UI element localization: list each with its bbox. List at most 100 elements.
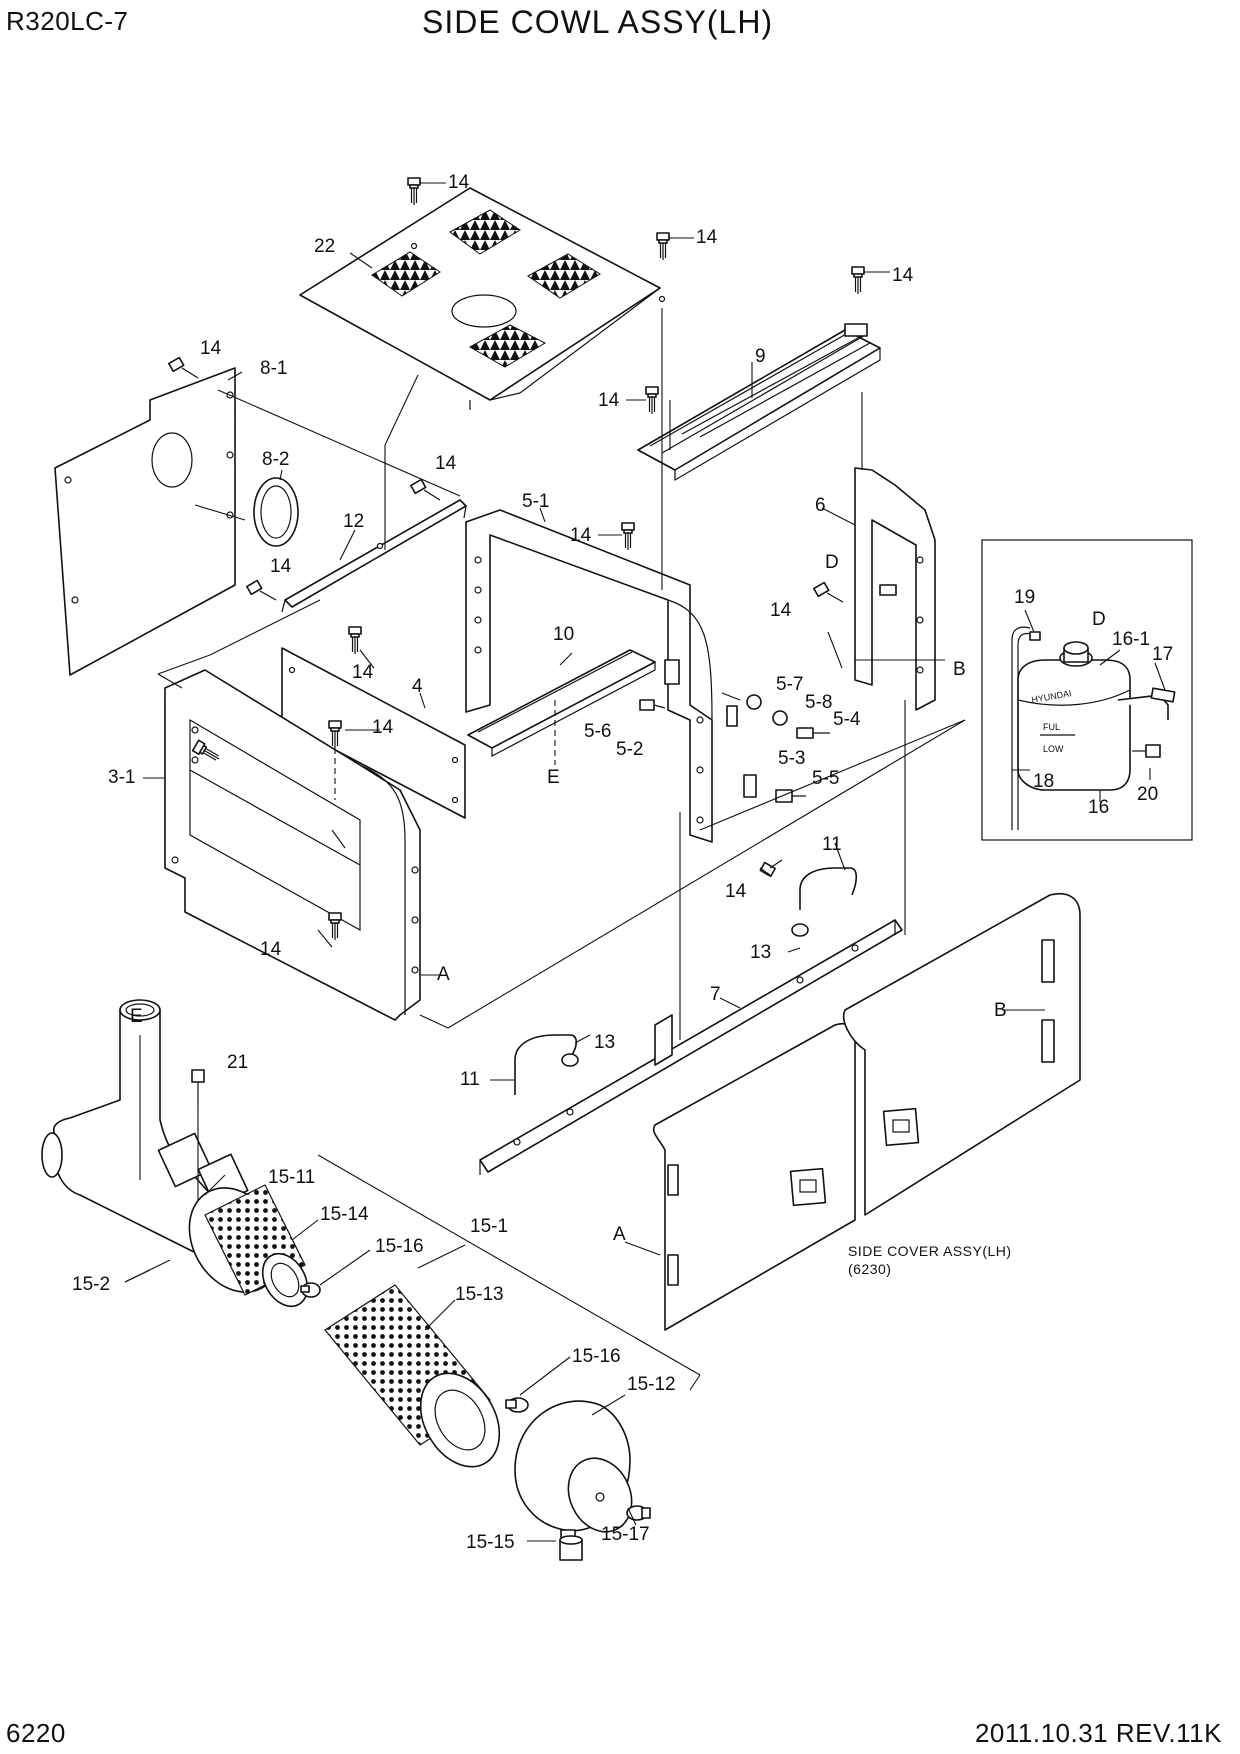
callout-5-8: 5-8 [805, 692, 832, 713]
callout-e: E [547, 767, 560, 788]
callout-15-16: 15-16 [572, 1346, 621, 1367]
callout-20: 20 [1137, 784, 1158, 805]
side-cover-door-left [652, 1022, 856, 1331]
callout-14: 14 [696, 227, 718, 248]
part-10-channel [467, 649, 656, 757]
callout-12: 12 [343, 511, 364, 532]
callout-16-1: 16-1 [1112, 629, 1150, 650]
bolt-14-c [851, 266, 865, 295]
callout-15-17: 15-17 [601, 1524, 650, 1545]
callout-14: 14 [200, 338, 222, 359]
callout-13: 13 [750, 942, 771, 963]
part-8-2-gasket [253, 477, 299, 547]
callout-leaders [124, 182, 1166, 1542]
tank-decal-full: FUL [1043, 722, 1060, 732]
part-15-16-wing-nut-b [505, 1397, 529, 1413]
part-15-16-wing-nut-a [300, 1282, 321, 1298]
reservoir-tank-inset: HYUNDAI FUL LOW [981, 539, 1193, 841]
part-3-1-front-frame [164, 669, 421, 1021]
callout-3-1: 3-1 [108, 767, 135, 788]
callout-11: 11 [460, 1069, 480, 1090]
callout-e: E [130, 1006, 143, 1027]
part-6-right-post [854, 467, 936, 711]
callout-17: 17 [1152, 644, 1173, 665]
part-22-top-cover [299, 187, 666, 410]
part-9-top-rail [637, 323, 881, 482]
part-15-14-inner-filter [204, 1184, 309, 1308]
callout-15-1: 15-1 [470, 1216, 508, 1237]
callout-labels: 14 14 14 14 14 14 14 14 14 14 14 14 14 2… [72, 172, 1173, 1553]
callout-14: 14 [270, 556, 292, 577]
callout-14: 14 [372, 717, 394, 738]
callout-14: 14 [770, 600, 792, 621]
part-8-1-left-panel [54, 367, 236, 676]
callout-15-13: 15-13 [455, 1284, 504, 1305]
callout-14: 14 [352, 662, 374, 683]
callout-5-4: 5-4 [833, 709, 861, 730]
callout-15-14: 15-14 [320, 1204, 369, 1225]
callout-5-2: 5-2 [616, 739, 643, 760]
small-bolts [168, 356, 844, 878]
alignment-lines [139, 308, 966, 1391]
callout-14: 14 [725, 881, 747, 902]
part-13-grommet-lower [561, 1053, 579, 1067]
callout-15-16: 15-16 [375, 1236, 424, 1257]
bolt-14-f [348, 626, 362, 655]
callout-5-6: 5-6 [584, 721, 611, 742]
callout-5-3: 5-3 [778, 748, 805, 769]
tank-decal-low: LOW [1043, 744, 1064, 754]
bolt-14-e [621, 522, 635, 551]
callout-18: 18 [1033, 771, 1054, 792]
callout-14: 14 [260, 939, 282, 960]
callout-14: 14 [892, 265, 914, 286]
revision-date: 2011.10.31 REV.11K [974, 1718, 1222, 1748]
callout-10: 10 [553, 624, 574, 645]
reference-note-line2: (6230) [848, 1261, 891, 1277]
part-21-bolt [191, 1069, 205, 1105]
model-number: R320LC-7 [6, 6, 129, 36]
callout-14: 14 [435, 453, 457, 474]
callout-7: 7 [710, 984, 721, 1005]
callout-11: 11 [822, 834, 842, 855]
reference-note-line1: SIDE COVER ASSY(LH) [848, 1243, 1012, 1259]
page-number: 6220 [6, 1718, 66, 1748]
callout-d: D [825, 552, 839, 573]
callout-14: 14 [598, 390, 620, 411]
bolt-14-a [407, 177, 421, 206]
part-15-13-outer-filter [324, 1284, 501, 1468]
part-15-15-valve [559, 1529, 583, 1561]
callout-8-1: 8-1 [260, 358, 287, 379]
callout-b: B [994, 1000, 1007, 1021]
bolt-14-d [645, 386, 659, 415]
page-title: SIDE COWL ASSY(LH) [422, 4, 774, 40]
callout-15-12: 15-12 [627, 1374, 676, 1395]
callout-14: 14 [448, 172, 470, 193]
part-4-plate [281, 647, 466, 819]
callout-15-15: 15-15 [466, 1532, 515, 1553]
callout-a: A [613, 1224, 626, 1245]
part-7-rail [479, 919, 903, 1175]
side-cover-door-right [843, 893, 1081, 1216]
callout-5-5: 5-5 [812, 768, 839, 789]
callout-6: 6 [815, 495, 826, 516]
part-11-handle-lower [514, 1034, 578, 1095]
callout-14: 14 [570, 525, 592, 546]
callout-5-7: 5-7 [776, 674, 803, 695]
part-13-grommet-upper [791, 923, 809, 937]
callout-22: 22 [314, 236, 335, 257]
part-12-bar [281, 499, 467, 613]
vent-grilles [371, 209, 601, 368]
callout-d: D [1092, 609, 1106, 630]
callout-5-1: 5-1 [522, 491, 549, 512]
callout-4: 4 [412, 676, 423, 697]
callout-21: 21 [227, 1052, 248, 1073]
callout-15-2: 15-2 [72, 1274, 110, 1295]
bolt-14-b [656, 232, 670, 261]
part-11-handle-upper [799, 867, 858, 910]
part-5-1-main-frame [465, 509, 713, 843]
callout-b: B [953, 659, 966, 680]
callout-16: 16 [1088, 797, 1109, 818]
callout-15-11: 15-11 [268, 1167, 315, 1188]
callout-13: 13 [594, 1032, 615, 1053]
